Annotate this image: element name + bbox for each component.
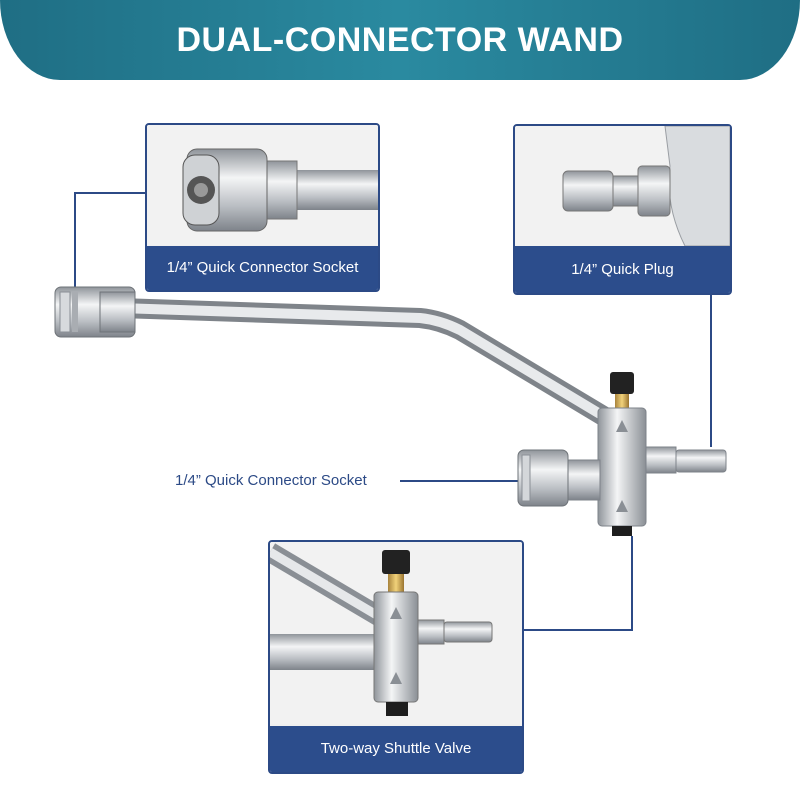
socket-photo	[147, 125, 378, 245]
plug-photo	[515, 126, 730, 246]
valve-label: Two-way Shuttle Valve	[270, 726, 522, 772]
leader-line-socket-top	[74, 192, 145, 287]
plug-label: 1/4” Quick Plug	[515, 246, 730, 293]
side-socket	[517, 449, 601, 507]
callout-plug-photo: 1/4” Quick Plug	[513, 124, 732, 295]
leader-lines	[74, 192, 712, 631]
page-title: DUAL-CONNECTOR WAND	[176, 21, 624, 59]
valve-photo	[270, 542, 522, 724]
callout-socket-photo: 1/4” Quick Connector Socket	[145, 123, 380, 292]
leader-line-valve	[520, 536, 633, 631]
wand-tube	[110, 298, 620, 430]
valve-body	[597, 372, 727, 536]
title-banner	[0, 0, 800, 80]
side-socket-label: 1/4” Quick Connector Socket	[175, 472, 367, 489]
left-socket	[54, 286, 136, 338]
callout-valve-photo: Two-way Shuttle Valve	[268, 540, 524, 774]
socket-top-label: 1/4” Quick Connector Socket	[147, 246, 378, 290]
